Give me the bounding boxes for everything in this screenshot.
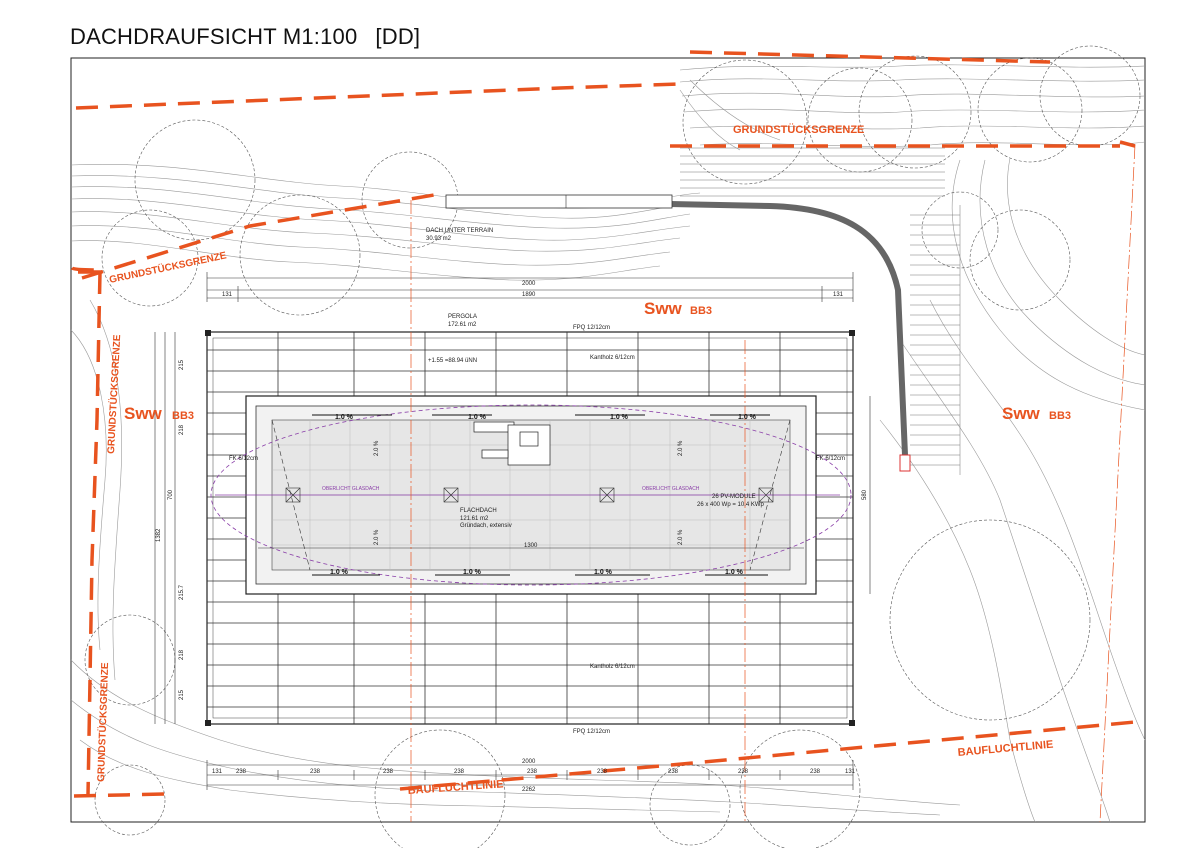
zone-label-left-sub: BB3 — [172, 410, 194, 422]
slope-bottom-2: 1.0 % — [463, 569, 482, 576]
slope-top-1: 1.0 % — [335, 414, 354, 421]
slope-vertical-1: 2.0 % — [374, 440, 380, 456]
note-flachdach: FLACHDACH — [460, 508, 497, 514]
access-path — [669, 201, 908, 456]
zone-label-top-main: Sww — [644, 299, 683, 318]
note-dach-unter-terrain: DACH UNTER TERRAIN — [426, 228, 493, 234]
slope-top-2: 1.0 % — [468, 414, 487, 421]
dim-bay-3: 238 — [383, 769, 394, 775]
dim-bay-9: 238 — [810, 769, 821, 775]
dim-top-edge-left: 131 — [222, 292, 233, 298]
dim-bay-5: 238 — [527, 769, 538, 775]
label-grundstuecksgrenze-left-top: GRUNDSTÜCKSGRENZE — [108, 248, 228, 286]
drawing-title-tag: [DD] — [375, 24, 421, 49]
drawing-title: DACHDRAUFSICHT M1:100 [DD] — [70, 24, 420, 50]
dim-top-total: 2000 — [522, 281, 536, 287]
underground-roof-strip — [445, 194, 673, 209]
zone-label-top-sub: BB3 — [690, 305, 712, 317]
slope-top-4: 1.0 % — [738, 414, 757, 421]
note-oberlicht-right: OBERLICHT GLASDACH — [642, 486, 700, 492]
label-grundstuecksgrenze-left-bottom: GRUNDSTÜCKSGRENZE — [94, 662, 111, 782]
note-flachdach-area: 121.61 m2 — [460, 516, 489, 522]
note-fk-right: FK 6/12cm — [816, 456, 845, 462]
zone-label-right-sub: BB3 — [1049, 410, 1071, 422]
zone-label-right: Sww BB3 — [1002, 404, 1071, 423]
flat-roof-building — [210, 395, 852, 595]
note-flachdach-sub: Gründach, extensiv — [460, 523, 512, 529]
note-pergola: PERGOLA — [448, 314, 477, 320]
dim-right-building: 580 — [862, 489, 868, 500]
label-baufluchtlinie-bottom: BAUFLUCHTLINIE — [407, 778, 504, 797]
note-kantholz-top: Kantholz 6/12cm — [590, 355, 635, 361]
note-fpq-bottom: FPQ 12/12cm — [573, 729, 610, 735]
dim-top-edge-right: 131 — [833, 292, 844, 298]
slope-vertical-3: 2.0 % — [374, 529, 380, 545]
axis-lines — [410, 144, 1136, 823]
dimension-ticks — [206, 272, 854, 790]
dim-bay-2: 238 — [310, 769, 321, 775]
label-grundstuecksgrenze-left-mid: GRUNDSTÜCKSGRENZE — [104, 334, 123, 454]
dim-bay-1: 238 — [236, 769, 247, 775]
dim-left-bay-3: 215.7 — [179, 584, 185, 600]
note-kantholz-bottom: Kantholz 6/12cm — [590, 664, 635, 670]
slope-bottom-4: 1.0 % — [725, 569, 744, 576]
dim-bottom-total: 2000 — [522, 759, 536, 765]
dim-left-bay-1: 215 — [179, 359, 185, 370]
dim-left-bay-5: 215 — [179, 689, 185, 700]
dim-top-inner: 1890 — [522, 292, 536, 298]
note-oberlicht-left: OBERLICHT GLASDACH — [322, 486, 380, 492]
note-pv-title: 26 PV-MODULE — [712, 494, 756, 500]
stair-hatching — [680, 147, 961, 475]
label-grundstuecksgrenze-top: GRUNDSTÜCKSGRENZE — [733, 123, 864, 136]
note-pv-detail: 26 x 400 Wp = 10.4 KWp — [697, 502, 765, 508]
slope-vertical-4: 2.0 % — [678, 529, 684, 545]
note-level-mark: +1.55 =88.94 üNN — [428, 358, 477, 364]
dim-bottom-edge-left: 131 — [212, 769, 223, 775]
dim-left-building: 700 — [168, 489, 174, 500]
label-baufluchtlinie-right: BAUFLUCHTLINIE — [957, 739, 1054, 759]
drawing-title-text: DACHDRAUFSICHT M1:100 — [70, 24, 358, 49]
slope-top-3: 1.0 % — [610, 414, 629, 421]
path-end-marker — [899, 454, 911, 472]
property-boundary — [70, 50, 1136, 798]
dim-bay-4: 238 — [454, 769, 465, 775]
drawing-frame — [70, 57, 1146, 823]
note-pergola-area: 172.61 m2 — [448, 322, 477, 328]
dim-bottom-edge-right: 131 — [845, 769, 856, 775]
zone-label-left: Sww BB3 — [124, 404, 194, 423]
dim-left-bay-2: 218 — [179, 424, 185, 435]
dim-bay-7: 238 — [668, 769, 679, 775]
note-dach-area: 30.93 m2 — [426, 236, 452, 242]
note-fk-left: FK 6/12cm — [229, 456, 258, 462]
note-fpq-top: FPQ 12/12cm — [573, 325, 610, 331]
zone-label-top: Sww BB3 — [644, 299, 712, 318]
slope-arrows — [312, 414, 770, 576]
dim-inner-width: 1300 — [524, 543, 538, 549]
slope-bottom-1: 1.0 % — [330, 569, 349, 576]
dim-bottom-overall: 2262 — [522, 787, 536, 793]
zone-label-right-main: Sww — [1002, 404, 1041, 423]
dim-bay-6: 238 — [597, 769, 608, 775]
slope-bottom-3: 1.0 % — [594, 569, 613, 576]
zone-label-left-main: Sww — [124, 404, 163, 423]
slope-vertical-2: 2.0 % — [678, 440, 684, 456]
dim-left-bay-4: 218 — [179, 649, 185, 660]
dim-left-total: 1382 — [156, 528, 162, 542]
dim-bay-8: 238 — [738, 769, 749, 775]
